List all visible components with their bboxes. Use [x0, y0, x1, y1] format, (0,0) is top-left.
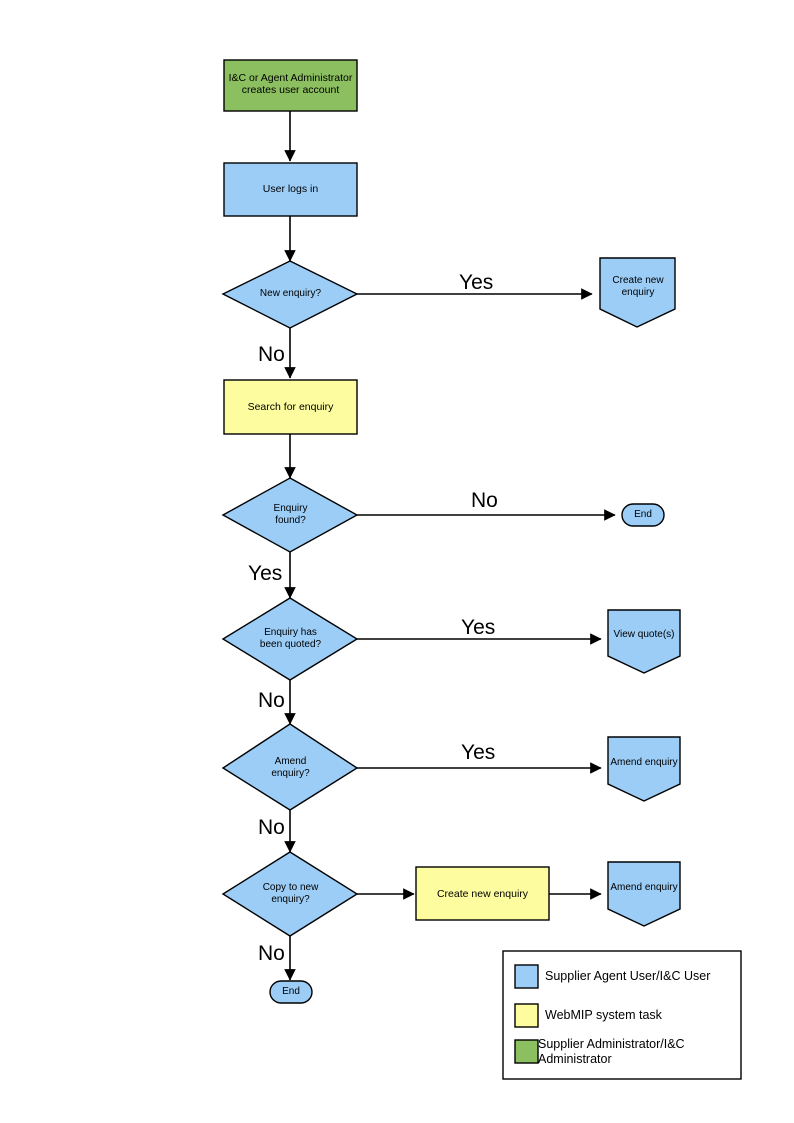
edge-label-quoted-yes: Yes	[461, 616, 496, 639]
edge-label-enquiry-found-yes: Yes	[248, 562, 283, 585]
node-view-quotes[interactable]	[607, 609, 681, 674]
node-new-enquiry-decision[interactable]	[221, 260, 359, 329]
node-end-not-found[interactable]	[621, 503, 665, 527]
node-user-logs-in[interactable]	[223, 162, 358, 217]
node-create-user-account[interactable]	[223, 59, 358, 112]
edge-label-new-enquiry-yes: Yes	[459, 271, 494, 294]
legend-box	[502, 950, 742, 1080]
legend-swatch-system	[514, 1003, 539, 1028]
legend-label-user: Supplier Agent User/I&C User	[545, 969, 711, 983]
node-enquiry-found-decision[interactable]	[221, 477, 359, 553]
edge-label-enquiry-found-no: No	[471, 489, 498, 512]
node-search-for-enquiry[interactable]	[223, 379, 358, 435]
edge-label-amend-yes: Yes	[461, 741, 496, 764]
legend-label-admin: Supplier Administrator/I&C Administrator	[538, 1037, 685, 1066]
node-create-new-enquiry-user[interactable]	[599, 257, 676, 328]
edge-label-new-enquiry-no: No	[258, 343, 285, 366]
node-amend-enquiry-1[interactable]	[607, 736, 681, 802]
node-end-final[interactable]	[269, 980, 313, 1004]
legend-label-system: WebMIP system task	[545, 1008, 662, 1022]
edge-label-copy-no: No	[258, 942, 285, 965]
legend-swatch-admin	[514, 1039, 539, 1064]
edge-label-amend-no: No	[258, 816, 285, 839]
node-enquiry-quoted-decision[interactable]	[221, 597, 359, 681]
node-amend-enquiry-decision[interactable]	[221, 723, 359, 811]
connector-group	[284, 111, 616, 981]
legend-swatch-user	[514, 964, 539, 989]
node-copy-to-new-enquiry-decision[interactable]	[221, 851, 359, 937]
node-create-new-enquiry-system[interactable]	[415, 866, 550, 921]
edge-label-quoted-no: No	[258, 689, 285, 712]
node-amend-enquiry-2[interactable]	[607, 861, 681, 927]
